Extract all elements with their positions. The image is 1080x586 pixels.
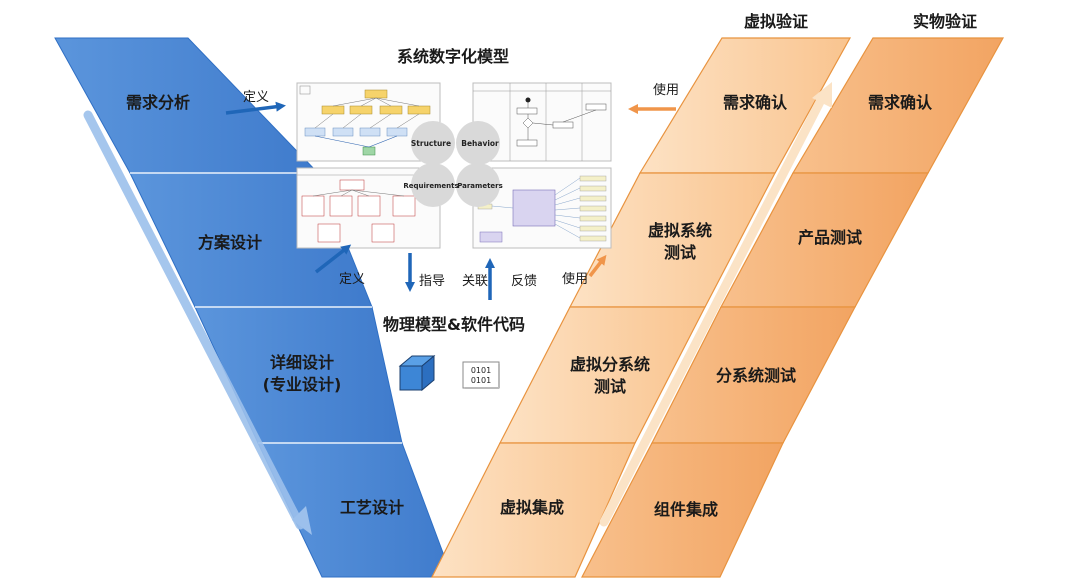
virtual-stage-3-label: 虚拟分系统	[570, 355, 650, 374]
physical-verification-band: 需求确认 产品测试 分系统测试 组件集成	[581, 37, 1005, 578]
virtual-stage-2-label: 虚拟系统	[648, 221, 712, 240]
left-stage-4-label: 工艺设计	[340, 498, 404, 517]
virtual-verification-band: 需求确认 虚拟系统 测试 虚拟分系统 测试 虚拟集成	[431, 37, 852, 578]
physical-stage-3-label: 分系统测试	[716, 366, 796, 385]
behavior-label: Behavior	[461, 139, 499, 148]
guide-label: 指导	[419, 274, 445, 289]
physical-verification-header: 实物验证	[913, 12, 977, 31]
virtual-verification-header: 虚拟验证	[744, 12, 808, 31]
virtual-stage-4	[431, 442, 636, 578]
structure-circle	[411, 121, 455, 165]
model-thumbnails	[296, 82, 612, 249]
define-top-arrow	[225, 101, 286, 115]
virtual-stage-4-label: 虚拟集成	[500, 498, 564, 517]
physical-stage-2-label: 产品测试	[798, 228, 862, 247]
relation-arrows: 定义 定义 指导 关联 反馈 使用 使用	[225, 82, 679, 300]
parameters-thumbnail	[472, 167, 612, 249]
cube-icon	[398, 354, 436, 392]
behavior-circle	[456, 121, 500, 165]
define-top-label: 定义	[243, 90, 269, 105]
define-mid-arrow	[314, 244, 352, 274]
parameters-circle	[456, 163, 500, 207]
physical-stage-4	[581, 442, 784, 578]
structure-label: Structure	[411, 139, 451, 148]
use-top-label: 使用	[653, 82, 679, 98]
use-mid-arrow	[588, 254, 607, 278]
virtual-stage-3-sublabel: 测试	[594, 377, 626, 396]
define-mid-label: 定义	[339, 272, 365, 287]
physical-model-title: 物理模型&软件代码	[383, 315, 525, 334]
left-stage-3-sublabel: (专业设计)	[263, 375, 342, 394]
left-stage-2-label: 方案设计	[198, 233, 262, 252]
feedback-label: 反馈	[511, 274, 537, 289]
design-flow-arrow	[83, 110, 312, 535]
physical-stage-4-label: 组件集成	[654, 500, 718, 519]
code-line-1: 0101	[471, 366, 491, 375]
virtual-stage-1-label: 需求确认	[723, 93, 788, 112]
code-file-icon: 0101 0101	[462, 361, 500, 389]
verification-flow-arrow	[599, 82, 832, 527]
requirements-label: Requirements	[403, 182, 458, 190]
left-stage-3-label: 详细设计	[270, 353, 334, 372]
left-stage-1-label: 需求分析	[126, 93, 190, 112]
code-line-2: 0101	[471, 376, 491, 385]
requirements-circle	[411, 163, 455, 207]
model-title: 系统数字化模型	[397, 47, 509, 66]
physical-stage-1-label: 需求确认	[868, 93, 933, 112]
associate-label: 关联	[462, 274, 488, 289]
model-view-circles: Structure Behavior Requirements Paramete…	[403, 121, 503, 207]
parameters-label: Parameters	[457, 182, 503, 190]
requirements-thumbnail	[296, 167, 441, 249]
virtual-stage-2-sublabel: 测试	[664, 243, 696, 262]
use-mid-label: 使用	[562, 271, 588, 287]
